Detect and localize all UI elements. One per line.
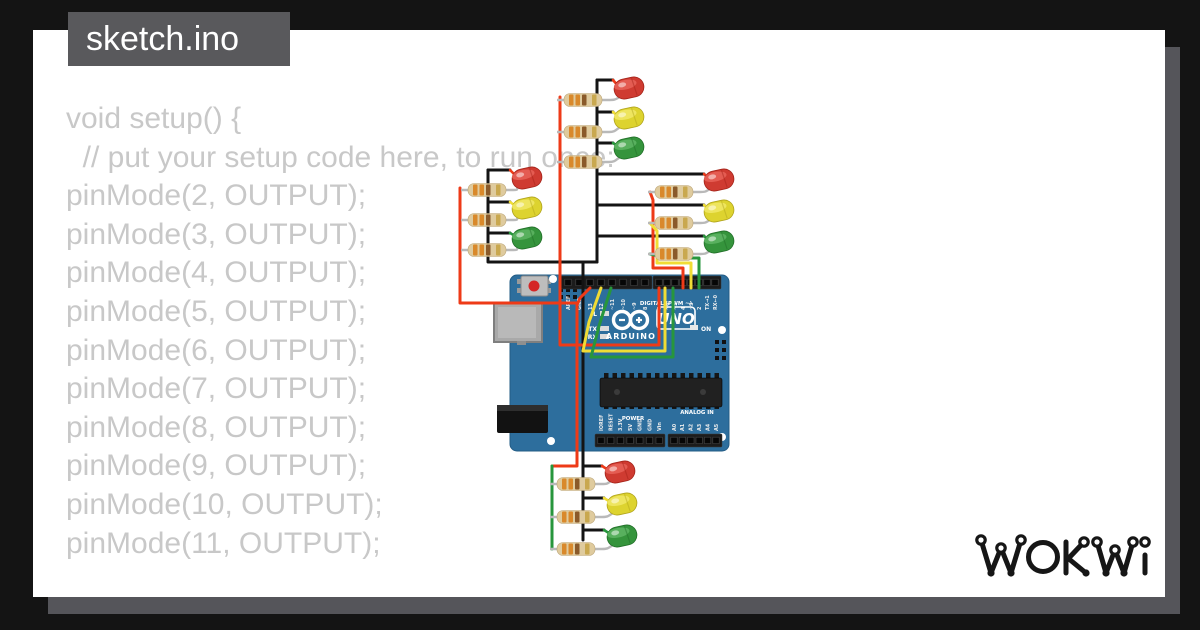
led-green	[703, 230, 735, 254]
led-yellow	[511, 196, 543, 220]
pin-label: TX→1	[705, 295, 711, 310]
atmega-chip	[599, 373, 723, 409]
on-led	[690, 325, 698, 330]
code-snippet: void setup() { // put your setup code he…	[66, 102, 615, 560]
pin-label: A5	[714, 423, 720, 431]
led-yellow	[606, 492, 638, 516]
pin-label: RX←0	[713, 294, 719, 310]
power-pins-label: POWER	[622, 416, 645, 422]
pin-label: 8	[643, 306, 649, 310]
pin-label: ~3	[689, 302, 695, 310]
pin-label: A3	[697, 423, 703, 431]
reset-button	[517, 275, 551, 297]
pin-label: A2	[689, 424, 695, 431]
pin-label: ~5	[673, 302, 679, 310]
pin-label: ~11	[610, 298, 616, 310]
pin-label: 3.3V	[618, 418, 624, 431]
leds-and-resistors	[461, 76, 735, 556]
pin-label: A4	[705, 423, 711, 431]
sketch-filename-tab: sketch.ino	[68, 12, 290, 66]
power-jack	[497, 405, 548, 433]
pin-label: 5V	[628, 424, 634, 431]
pin-label: 4	[681, 306, 687, 310]
pin-label: 2	[697, 307, 703, 310]
wokwi-logo	[975, 534, 1151, 577]
analog-pins-label: ANALOG IN	[680, 410, 714, 416]
pin-label: ~6	[665, 302, 671, 310]
led-green	[613, 136, 645, 160]
jumper-wires	[458, 78, 706, 551]
led-yellow	[613, 106, 645, 130]
pin-label: 13	[588, 303, 594, 310]
sketch-filename: sketch.ino	[86, 20, 240, 58]
icsp-header	[715, 340, 726, 360]
pin-label: ~10	[621, 298, 627, 310]
led-green	[606, 524, 638, 548]
led-red	[511, 166, 543, 190]
led-red	[703, 168, 735, 192]
tx-led-label: TX	[588, 326, 597, 333]
led-red	[613, 76, 645, 100]
pin-label: GND	[577, 298, 583, 310]
uno-label: UNO	[657, 310, 695, 328]
arduino-wordmark: ARDUINO	[606, 332, 656, 341]
led-red	[604, 460, 636, 484]
uno-badge-outline	[656, 306, 696, 330]
led-green	[511, 226, 543, 250]
l-led-label: L	[593, 311, 597, 318]
pin-label: GND	[647, 419, 653, 431]
on-label: ON	[701, 326, 711, 333]
pin-label: GND	[638, 419, 644, 431]
usb-connector	[493, 302, 543, 345]
pin-label: A1	[680, 423, 686, 431]
pin-label: 12	[599, 303, 605, 310]
pin-label: ~9	[632, 302, 638, 310]
led-yellow	[703, 199, 735, 223]
pin-label: A0	[672, 423, 678, 431]
pin-label: Vin	[657, 422, 663, 431]
arduino-logo-icon	[611, 309, 650, 331]
pin-label: IOREF	[599, 415, 605, 431]
pin-label: RESET	[609, 413, 615, 431]
rx-led-label: RX	[588, 334, 598, 341]
